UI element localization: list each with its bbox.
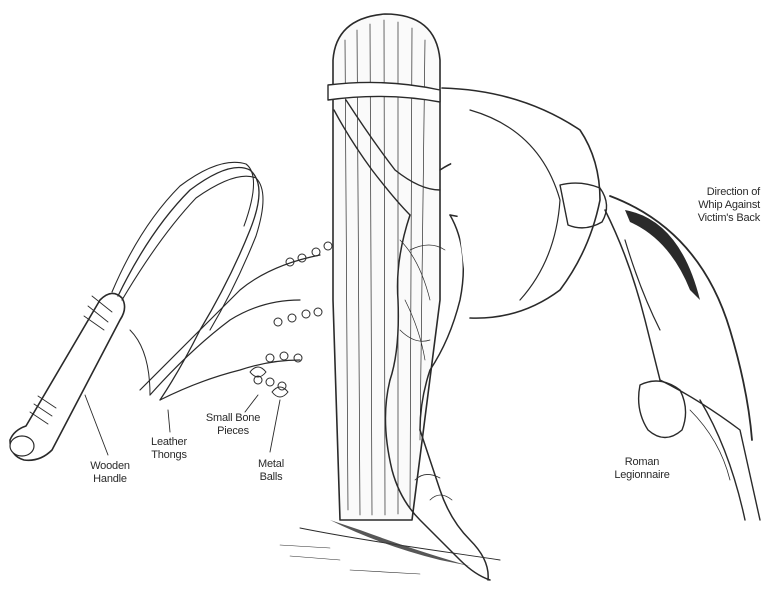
label-roman-legionnaire: Roman Legionnaire [604, 456, 680, 482]
label-metal-balls: Metal Balls [246, 458, 296, 484]
bone-and-metal-pieces [250, 242, 332, 397]
label-wooden-handle: Wooden Handle [80, 460, 140, 486]
label-direction-of-whip: Direction of Whip Against Victim's Back [688, 186, 760, 225]
whip-handle [10, 293, 125, 460]
wooden-post [328, 14, 440, 520]
whip-thongs [112, 162, 320, 400]
label-leather-thongs: Leather Thongs [138, 436, 200, 462]
legionnaire-figure [442, 88, 760, 520]
label-small-bone-pieces: Small Bone Pieces [198, 412, 268, 438]
